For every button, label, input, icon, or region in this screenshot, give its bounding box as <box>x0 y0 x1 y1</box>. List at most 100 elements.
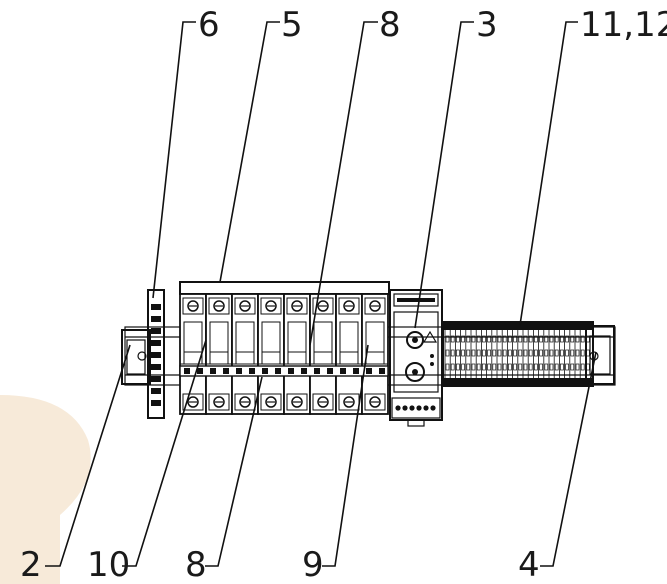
terminal-cell <box>565 335 569 343</box>
busbar-tooth <box>184 368 190 374</box>
busbar-tooth <box>379 368 385 374</box>
terminal-cell <box>456 335 460 343</box>
grounding-block-hole <box>151 376 161 382</box>
busbar-tooth <box>340 368 346 374</box>
terminal-cell <box>570 363 575 371</box>
terminal-cell <box>518 335 523 343</box>
terminal-cell <box>570 335 575 343</box>
terminal-cell <box>445 335 450 343</box>
relay-terminal <box>409 405 415 411</box>
screw-icon <box>265 300 277 312</box>
busbar-tooth <box>314 368 320 374</box>
terminal-cell <box>471 363 476 371</box>
terminal-cell <box>450 363 455 371</box>
screw-icon <box>239 396 251 408</box>
breaker-group <box>179 281 390 415</box>
screw-icon <box>239 300 251 312</box>
terminal-cell <box>502 363 507 371</box>
terminal-cell <box>580 335 585 343</box>
terminal-cell <box>508 363 512 371</box>
screw-icon <box>213 300 225 312</box>
terminal-cell <box>482 363 486 371</box>
terminal-cell <box>570 349 575 357</box>
busbar-tooth <box>249 368 255 374</box>
breaker-module <box>335 293 363 415</box>
terminal-cell <box>461 349 465 357</box>
breaker-module <box>309 293 337 415</box>
callout-top-2: 8 <box>379 5 401 45</box>
terminal-cell <box>466 335 471 343</box>
terminal-cell <box>513 363 517 371</box>
busbar-tooth <box>366 368 372 374</box>
grounding-block-hole <box>151 364 161 370</box>
busbar-tooth <box>223 368 229 374</box>
relay-terminal <box>423 405 429 411</box>
terminal-cell <box>534 349 538 357</box>
terminal-cell <box>466 363 471 371</box>
breaker-module <box>283 293 311 415</box>
terminal-cell <box>528 335 533 343</box>
grounding-block <box>147 289 165 419</box>
relay-module <box>389 289 443 427</box>
terminal-cell <box>534 335 538 343</box>
grounding-block-hole <box>151 340 161 346</box>
callout-bottom-1: 10 <box>87 545 130 584</box>
terminal-cell <box>508 335 512 343</box>
screw-icon <box>291 300 303 312</box>
terminal-cell <box>497 363 502 371</box>
relay-terminal <box>430 405 436 411</box>
terminal-cell <box>497 335 502 343</box>
breaker-toggle <box>365 351 385 365</box>
busbar-tooth <box>197 368 203 374</box>
screw-icon <box>343 396 355 408</box>
screw-icon <box>343 300 355 312</box>
screw-icon <box>317 300 329 312</box>
callout-top-4: 11,12 <box>580 5 667 45</box>
grounding-block-hole <box>151 352 161 358</box>
breaker-toggle <box>261 351 281 365</box>
terminal-cell <box>549 335 554 343</box>
breaker-toggle <box>339 351 359 365</box>
terminal-cell <box>476 349 481 357</box>
terminal-cell <box>466 349 471 357</box>
callout-top-3: 3 <box>476 5 498 45</box>
terminal-cell <box>565 349 569 357</box>
terminal-cell <box>575 349 580 357</box>
terminal-cell <box>560 349 564 357</box>
watermark-shape <box>0 395 91 584</box>
terminal-cell <box>565 363 569 371</box>
screw-icon <box>213 396 225 408</box>
terminal-cell <box>445 349 450 357</box>
terminal-cell <box>554 349 559 357</box>
cover-plate <box>179 281 390 295</box>
breaker-module <box>257 293 285 415</box>
busbar-tooth <box>275 368 281 374</box>
terminal-cell <box>471 349 476 357</box>
grounding-block-hole <box>151 316 161 322</box>
screw-icon <box>265 396 277 408</box>
callout-top-1: 5 <box>281 5 303 45</box>
terminal-cell <box>471 335 476 343</box>
terminal-cell <box>513 335 517 343</box>
callout-labels: 6 5 8 3 11,12 2 10 8 9 4 <box>20 5 667 584</box>
terminal-cell <box>476 335 481 343</box>
terminal-cell <box>482 335 486 343</box>
terminal-cell <box>539 335 543 343</box>
terminal-cell <box>575 335 580 343</box>
breaker-module <box>205 293 233 415</box>
terminal-cell <box>523 349 528 357</box>
terminal-strip <box>442 321 594 387</box>
terminal-cell <box>456 363 460 371</box>
busbar-tooth <box>301 368 307 374</box>
terminal-cell <box>518 349 523 357</box>
busbar-tooth <box>327 368 333 374</box>
terminal-cell <box>487 349 491 357</box>
relay-terminal <box>402 405 408 411</box>
busbar-tooth <box>236 368 242 374</box>
terminal-cell <box>508 349 512 357</box>
terminal-cell <box>492 349 497 357</box>
terminal-cell <box>456 349 460 357</box>
screw-icon <box>317 396 329 408</box>
terminal-cell <box>549 363 554 371</box>
